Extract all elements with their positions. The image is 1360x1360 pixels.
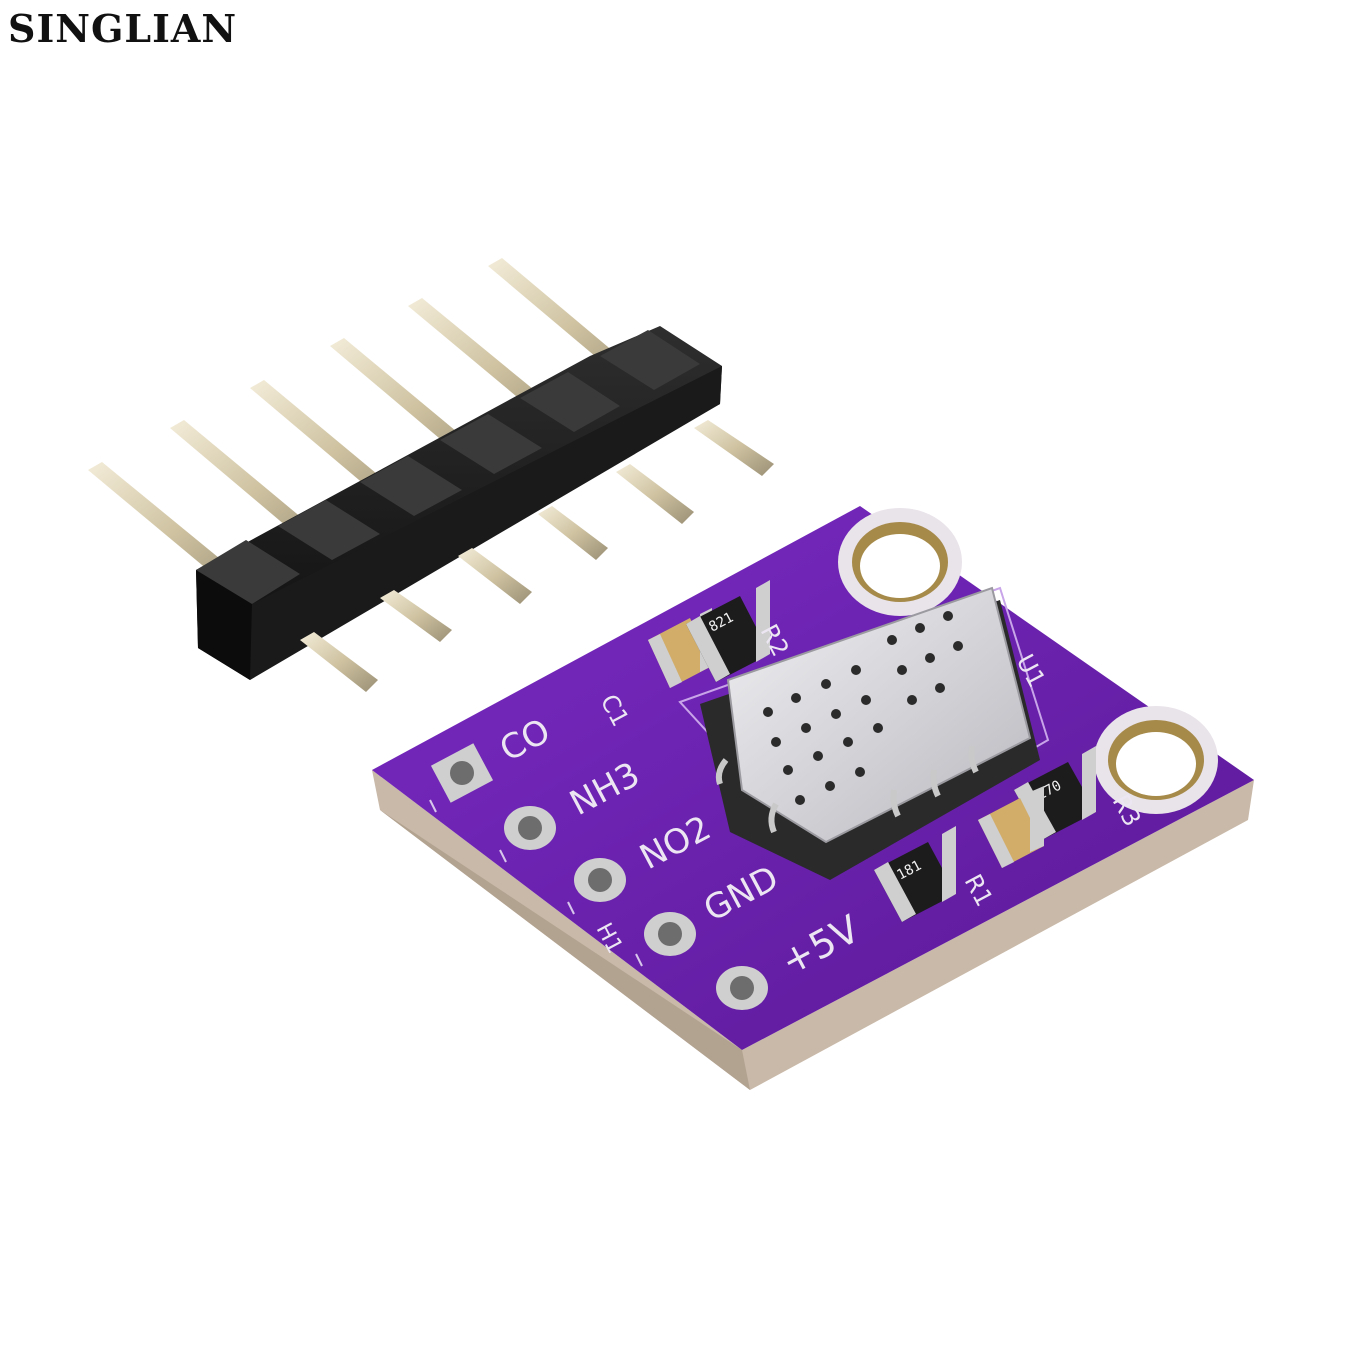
pin-header xyxy=(88,258,774,692)
capacitor-c2 xyxy=(978,786,1044,868)
brand-watermark: SINGLIAN xyxy=(8,6,238,51)
resistor-r1: 181 xyxy=(874,826,956,922)
silkscreen-ticks xyxy=(429,799,643,967)
mounting-hole-right xyxy=(1094,706,1218,814)
resistor-r2: 821 xyxy=(686,580,770,682)
pin-pads xyxy=(430,743,768,1010)
header-body xyxy=(196,326,722,680)
mounting-hole-top xyxy=(838,508,962,616)
gas-sensor-chip xyxy=(700,586,1040,880)
sensor-legs xyxy=(715,745,979,834)
pcb-board: CO NH3 NO2 GND +5V C1 821 R2 U1 xyxy=(372,506,1254,1090)
header-pins-lower xyxy=(300,420,774,692)
sensor-vent-holes xyxy=(763,611,963,805)
